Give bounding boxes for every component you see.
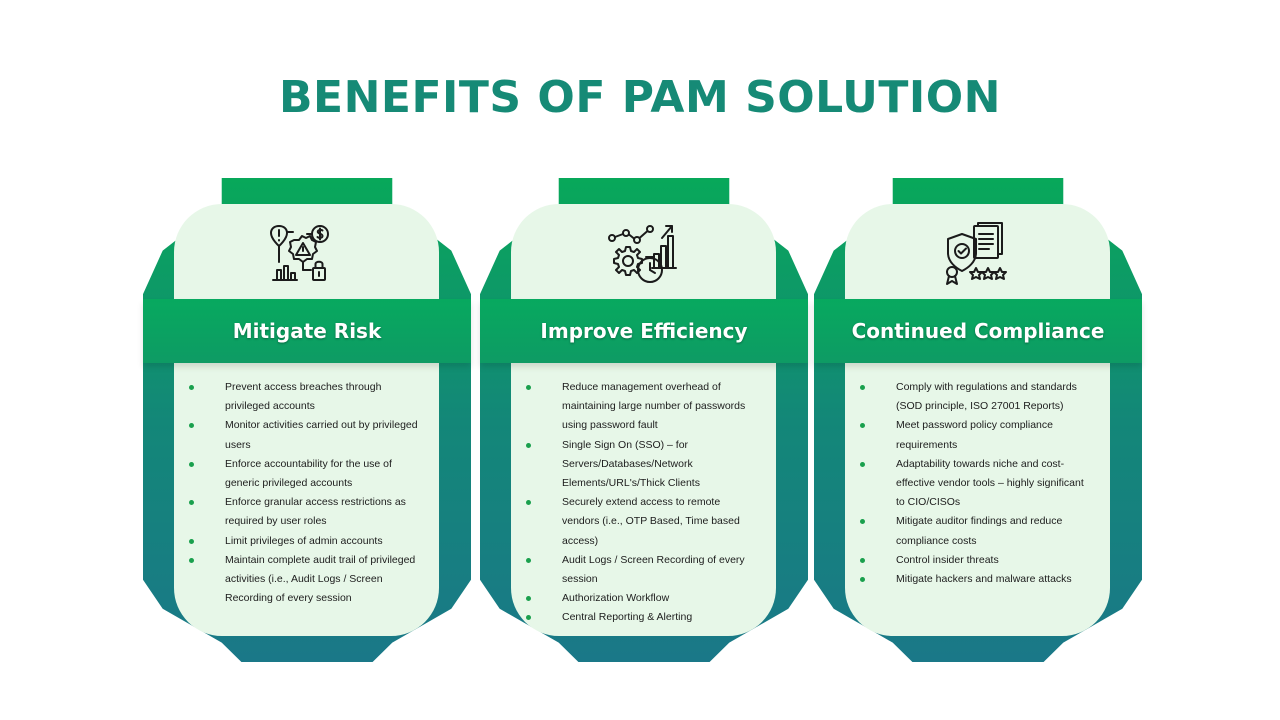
item-text: Maintain complete audit trail of privile…	[225, 553, 416, 605]
bullet-dot	[526, 385, 531, 390]
item-text: Securely extend access to remote vendors…	[562, 496, 740, 547]
item-text: Monitor activities carried out by privil…	[225, 419, 418, 451]
list-item: Adaptability towards niche and cost-effe…	[860, 455, 1092, 513]
item-text: Enforce accountability for the use of ge…	[225, 457, 392, 490]
list-item: Prevent access breaches through privileg…	[189, 378, 421, 416]
bullet-dot	[526, 615, 531, 621]
bullet-dot	[526, 500, 531, 506]
efficiency-icon	[608, 225, 677, 283]
card-title: Mitigate Risk	[232, 319, 382, 343]
list-item: Enforce granular access restrictions as …	[189, 493, 421, 531]
item-text: Comply with regulations and standards (S…	[896, 381, 1077, 413]
list-item: Control insider threats	[860, 551, 1092, 570]
list-item: Limit privileges of admin accounts	[189, 532, 421, 551]
bullet-dot	[860, 577, 865, 583]
bullet-dot	[860, 557, 865, 563]
list-item: Authorization Workflow	[526, 589, 758, 608]
card-title: Continued Compliance	[851, 319, 1105, 343]
list-item: Mitigate hackers and malware attacks	[860, 570, 1092, 589]
card-mitigate-risk: Mitigate Risk Prevent access breaches th…	[143, 178, 471, 662]
item-text: Mitigate hackers and malware attacks	[896, 573, 1072, 586]
item-text: Central Reporting & Alerting	[562, 611, 693, 624]
bullet-dot	[189, 538, 194, 544]
item-text: Audit Logs / Screen Recording of every s…	[562, 553, 745, 586]
card-panel	[511, 204, 776, 636]
risk-icon	[270, 225, 329, 281]
compliance-icon	[946, 222, 1007, 285]
bullet-dot	[860, 385, 865, 390]
list-item: Monitor activities carried out by privil…	[189, 416, 421, 454]
list-item: Mitigate auditor findings and reduce com…	[860, 512, 1092, 550]
item-text: Mitigate auditor findings and reduce com…	[896, 515, 1063, 547]
bullet-dot	[526, 596, 531, 602]
list-item: Audit Logs / Screen Recording of every s…	[526, 551, 758, 589]
list-item: Reduce management overhead of maintainin…	[526, 378, 758, 436]
page-title: BENEFITS OF PAM SOLUTION	[279, 72, 1001, 123]
list-item: Securely extend access to remote vendors…	[526, 493, 758, 551]
list-item: Meet password policy compliance requirem…	[860, 416, 1092, 454]
bullet-dot	[189, 500, 194, 506]
bullet-dot	[189, 557, 194, 563]
card-header-band: Continued Compliance	[814, 299, 1142, 363]
bullet-dot	[860, 423, 865, 429]
card-improve-efficiency: Improve Efficiency Reduce management ove…	[480, 178, 808, 662]
bullet-dot	[526, 442, 531, 448]
list-item: Enforce accountability for the use of ge…	[189, 455, 421, 493]
bullet-dot	[860, 461, 865, 467]
card-header-band: Mitigate Risk	[143, 299, 471, 363]
bullet-dot	[189, 423, 194, 429]
card-panel	[845, 204, 1110, 636]
item-text: Enforce granular access restrictions as …	[225, 496, 406, 528]
bullet-dot	[860, 519, 865, 525]
list-item: Comply with regulations and standards (S…	[860, 378, 1092, 416]
bullet-dot	[189, 461, 194, 467]
card-title: Improve Efficiency	[540, 319, 748, 343]
benefit-list: Reduce management overhead of maintainin…	[526, 378, 758, 628]
item-text: Adaptability towards niche and cost-effe…	[896, 457, 1084, 509]
item-text: Authorization Workflow	[562, 592, 670, 605]
benefit-list: Comply with regulations and standards (S…	[860, 378, 1092, 589]
bullet-dot	[189, 385, 194, 390]
card-continued-compliance: Continued Compliance Comply with regulat…	[814, 178, 1142, 662]
benefit-list: Prevent access breaches through privileg…	[189, 378, 421, 608]
list-item: Central Reporting & Alerting	[526, 608, 758, 627]
card-header-band: Improve Efficiency	[480, 299, 808, 363]
item-text: Single Sign On (SSO) – for Servers/Datab…	[562, 438, 700, 490]
item-text: Limit privileges of admin accounts	[225, 534, 383, 547]
item-text: Prevent access breaches through privileg…	[225, 381, 382, 413]
list-item: Maintain complete audit trail of privile…	[189, 551, 421, 609]
list-item: Single Sign On (SSO) – for Servers/Datab…	[526, 436, 758, 494]
item-text: Meet password policy compliance requirem…	[896, 419, 1053, 451]
item-text: Reduce management overhead of maintainin…	[562, 381, 746, 432]
card-panel	[174, 204, 439, 636]
bullet-dot	[526, 557, 531, 563]
item-text: Control insider threats	[896, 553, 999, 566]
